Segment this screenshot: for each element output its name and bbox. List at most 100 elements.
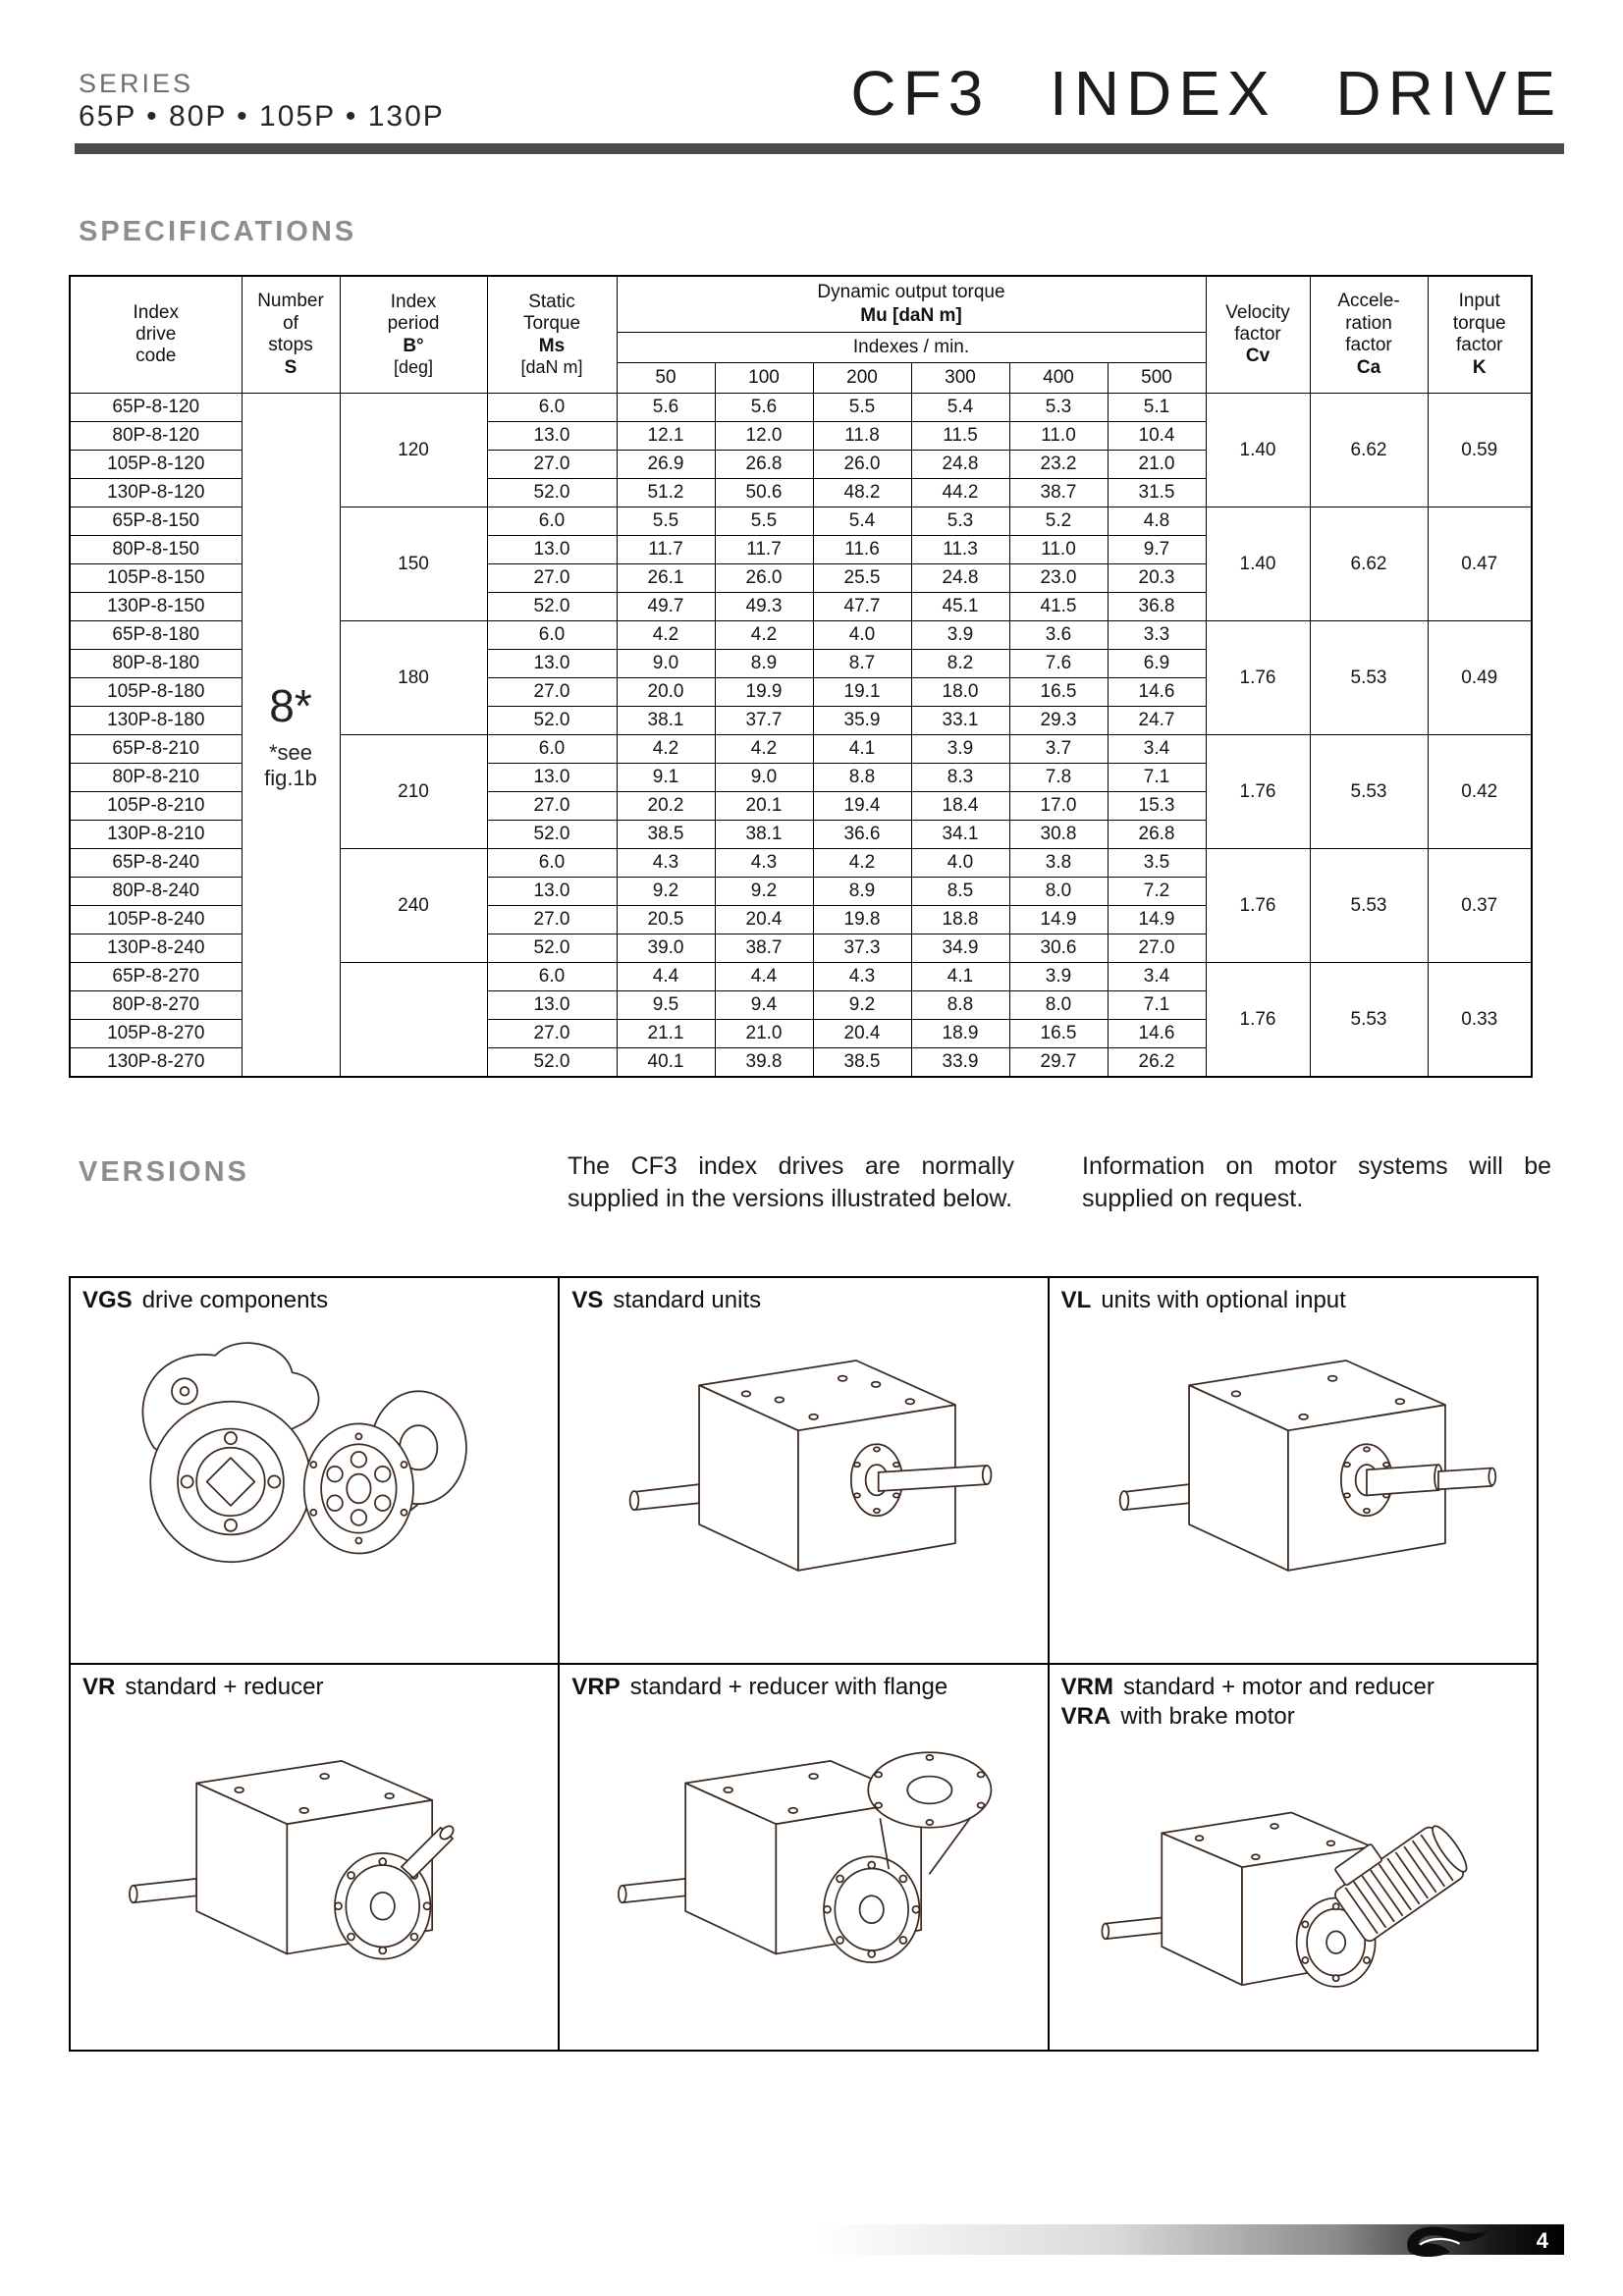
static-torque-cell: 6.0 [486,620,618,651]
mu-200-cell: 4.2 [812,848,912,879]
col-header-100: 100 [714,361,814,395]
mu-100-cell: 26.8 [714,450,814,480]
index-columns-row: 50 100 200 300 400 500 [70,361,1532,395]
mu-300-cell: 8.5 [910,877,1010,907]
input-torque-factor-cell: 0.42 [1427,734,1533,850]
mu-500-cell: 3.5 [1107,848,1207,879]
stops-note: *see fig.1b [264,739,317,790]
mu-500-cell: 7.1 [1107,990,1207,1021]
mu-200-cell: 19.1 [812,677,912,708]
versions-note-text: Information on motor systems will be sup… [1082,1152,1551,1212]
mu-500-cell: 26.2 [1107,1047,1207,1078]
mu-500-cell: 7.2 [1107,877,1207,907]
static-torque-cell: 52.0 [486,706,618,736]
series-models: 65P • 80P • 105P • 130P [79,100,445,133]
mu-500-cell: 3.4 [1107,734,1207,765]
mu-400-cell: 23.0 [1008,563,1109,594]
mu-300-cell: 11.3 [910,535,1010,565]
mu-100-cell: 19.9 [714,677,814,708]
panel-code-vrm: VRM [1060,1674,1113,1700]
drive-code-cell: 105P-8-210 [69,791,243,822]
velocity-factor-cell: 1.76 [1205,962,1311,1078]
mu-500-cell: 3.3 [1107,620,1207,651]
index-period-cell: 210 [339,734,488,850]
mu-50-cell: 4.2 [616,734,716,765]
mu-400-cell: 16.5 [1008,677,1109,708]
mu-100-cell: 11.7 [714,535,814,565]
footer-page-number: 4 [1536,2228,1548,2253]
mu-400-cell: 3.7 [1008,734,1109,765]
mu-300-cell: 3.9 [910,734,1010,765]
vrp-reducer-flange-drawing [618,1751,993,1963]
mu-300-cell: 44.2 [910,478,1010,508]
static-torque-cell: 6.0 [486,848,618,879]
col-header-400: 400 [1008,361,1109,395]
static-torque-cell: 6.0 [486,962,618,992]
mu-300-cell: 4.0 [910,848,1010,879]
static-torque-cell: 13.0 [486,990,618,1021]
mu-50-cell: 5.6 [616,393,716,423]
velocity-factor-cell: 1.40 [1205,507,1311,622]
mu-100-cell: 9.0 [714,763,814,793]
mu-500-cell: 14.6 [1107,677,1207,708]
static-torque-cell: 13.0 [486,763,618,793]
mu-50-cell: 38.1 [616,706,716,736]
drive-code-cell: 105P-8-120 [69,450,243,480]
mu-400-cell: 5.3 [1008,393,1109,423]
static-torque-cell: 13.0 [486,877,618,907]
col-header-200: 200 [812,361,912,395]
input-torque-factor-cell: 0.47 [1427,507,1533,622]
mu-300-cell: 18.9 [910,1019,1010,1049]
drive-code-cell: 80P-8-270 [69,990,243,1021]
mu-50-cell: 38.5 [616,820,716,850]
stops-value: 8* [269,679,312,731]
static-torque-cell: 52.0 [486,934,618,964]
vgs-drive-components-drawing [141,1342,467,1564]
mu-400-cell: 3.9 [1008,962,1109,992]
drive-code-cell: 105P-8-150 [69,563,243,594]
mu-200-cell: 8.7 [812,649,912,679]
mu-100-cell: 38.1 [714,820,814,850]
drive-code-cell: 130P-8-240 [69,934,243,964]
mu-100-cell: 38.7 [714,934,814,964]
drive-code-cell: 105P-8-270 [69,1019,243,1049]
mu-100-cell: 26.0 [714,563,814,594]
mu-200-cell: 8.9 [812,877,912,907]
mu-300-cell: 8.3 [910,763,1010,793]
static-torque-cell: 13.0 [486,535,618,565]
mu-300-cell: 18.8 [910,905,1010,935]
mu-500-cell: 27.0 [1107,934,1207,964]
mu-50-cell: 26.9 [616,450,716,480]
mu-50-cell: 12.1 [616,421,716,452]
acceleration-factor-cell: 5.53 [1309,620,1429,736]
static-torque-cell: 27.0 [486,905,618,935]
mu-300-cell: 24.8 [910,450,1010,480]
mu-50-cell: 9.2 [616,877,716,907]
mu-50-cell: 5.5 [616,507,716,537]
drive-code-cell: 80P-8-150 [69,535,243,565]
mu-400-cell: 30.6 [1008,934,1109,964]
mu-50-cell: 9.0 [616,649,716,679]
